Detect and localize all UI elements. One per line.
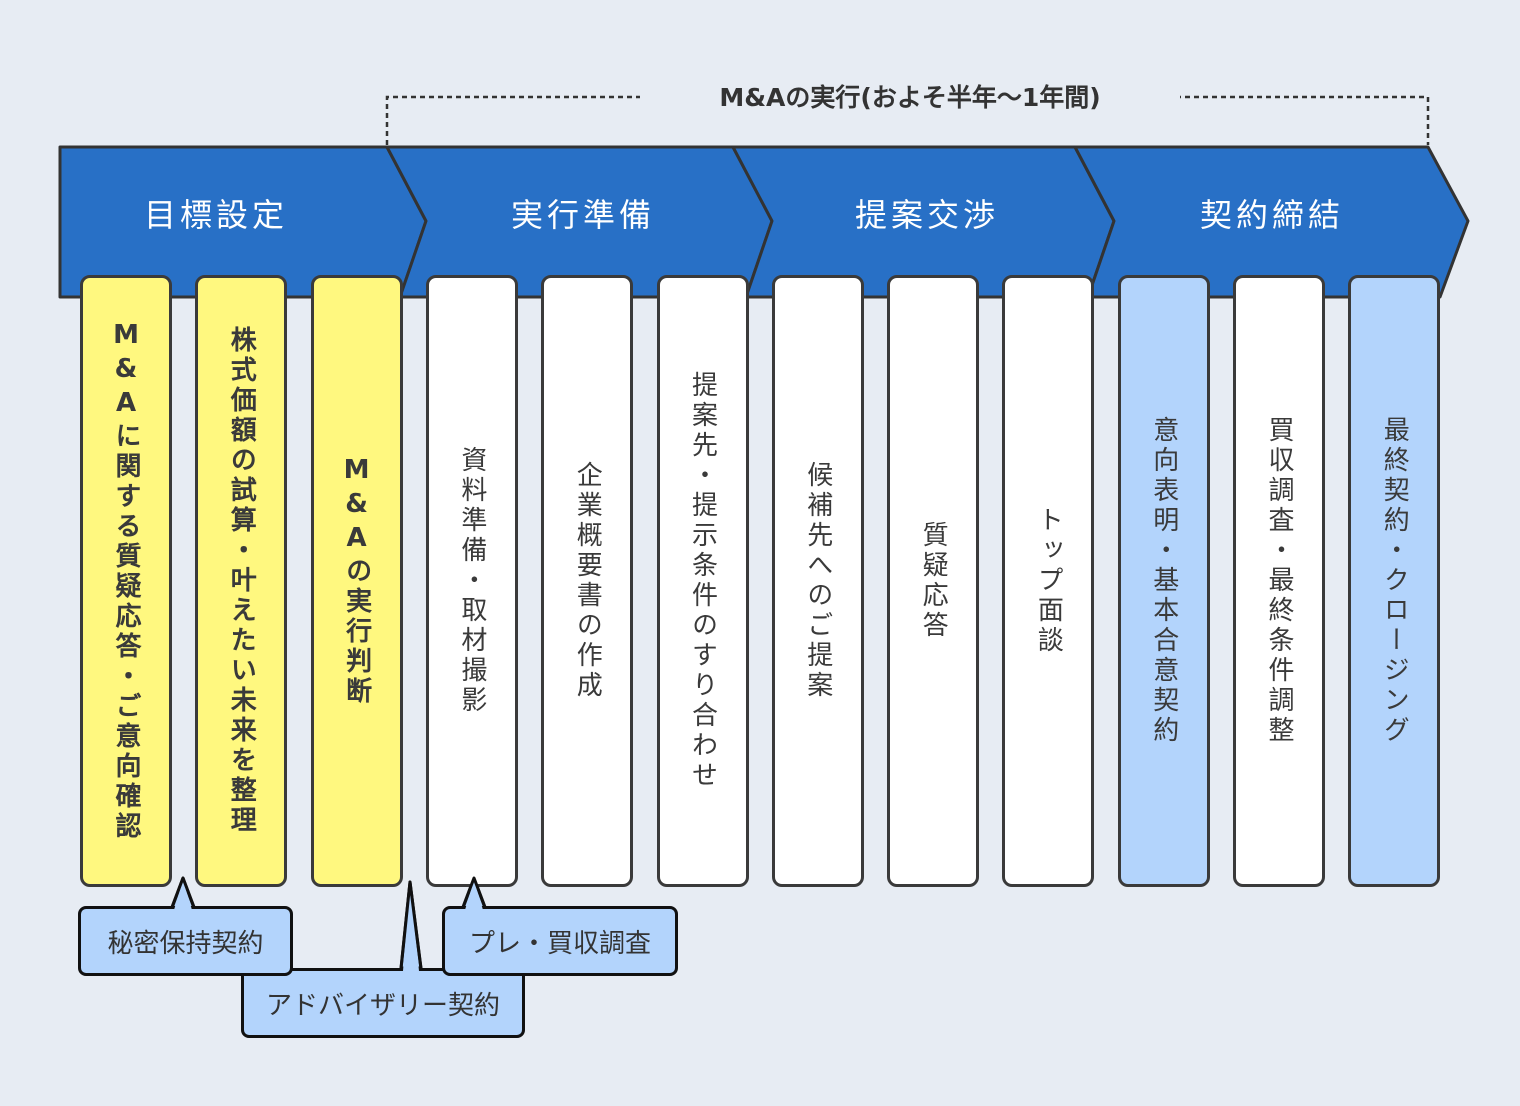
step-card: トップ面談 xyxy=(1002,275,1095,887)
callout-pointer-nda xyxy=(170,876,196,910)
step-card-text: 買収調査・最終条件調整 xyxy=(1264,416,1294,746)
step-card-text: 質疑応答 xyxy=(918,521,949,641)
step-card: 意向表明・基本合意契約 xyxy=(1117,275,1210,887)
execution-span-label: M&Aの実行(およそ半年〜1年間) xyxy=(640,78,1180,114)
step-card-text: 意向表明・基本合意契約 xyxy=(1148,416,1179,746)
step-card: M&Aに関する質疑応答・ご意向確認 xyxy=(80,275,172,887)
stage-label-preparation: 実行準備 xyxy=(510,196,655,234)
step-card-text: 企業概要書の作成 xyxy=(572,461,603,701)
step-card-text: 株式価額の試算・叶えたい未来を整理 xyxy=(226,326,257,836)
step-card-text: 提案先・提示条件のすり合わせ xyxy=(687,371,718,791)
step-card-text: 最終契約・クロージング xyxy=(1379,416,1410,746)
stage-label-contract: 契約締結 xyxy=(1199,196,1344,234)
step-card-text: M&Aの実行判断 xyxy=(341,455,372,707)
step-card-text: トップ面談 xyxy=(1033,506,1064,656)
step-card: 提案先・提示条件のすり合わせ xyxy=(656,275,749,887)
step-card: 最終契約・クロージング xyxy=(1348,275,1441,887)
step-card: 企業概要書の作成 xyxy=(541,275,634,887)
step-card-text: 資料準備・取材撮影 xyxy=(456,446,487,716)
step-card: 資料準備・取材撮影 xyxy=(425,275,518,887)
step-card: 候補先へのご提案 xyxy=(771,275,864,887)
callout-nda: 秘密保持契約 xyxy=(78,906,293,976)
callout-label: アドバイザリー契約 xyxy=(265,990,500,1021)
callout-label: 秘密保持契約 xyxy=(107,928,264,959)
stage-label-goal-setting: 目標設定 xyxy=(143,196,288,234)
step-card: 質疑応答 xyxy=(887,275,980,887)
step-card: 買収調査・最終条件調整 xyxy=(1233,275,1325,887)
callout-advisory-agreement: アドバイザリー契約 xyxy=(241,968,525,1038)
step-card: M&Aの実行判断 xyxy=(310,275,403,887)
stage-label-negotiation: 提案交渉 xyxy=(854,196,999,234)
callout-pointer-advisory xyxy=(399,880,423,970)
step-card-text: M&Aに関する質疑応答・ご意向確認 xyxy=(111,320,141,842)
step-card: 株式価額の試算・叶えたい未来を整理 xyxy=(195,275,288,887)
callout-pre-due-diligence: プレ・買収調査 xyxy=(442,906,678,976)
callout-label: プレ・買収調査 xyxy=(468,928,651,959)
step-card-text: 候補先へのご提案 xyxy=(802,461,833,701)
